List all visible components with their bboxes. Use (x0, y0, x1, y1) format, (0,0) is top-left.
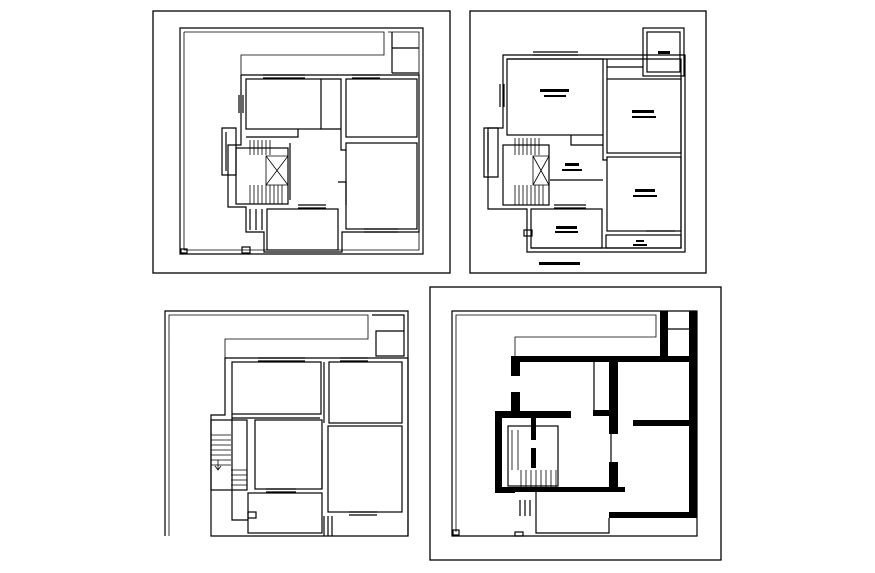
window (630, 512, 670, 517)
room (254, 419, 323, 490)
room-label (632, 116, 656, 118)
room (266, 208, 339, 251)
plan-bottom-right (429, 286, 722, 561)
plan-top-left (152, 10, 451, 274)
sheet-frame (152, 10, 451, 274)
room-label (556, 226, 577, 229)
window (349, 511, 377, 516)
window (340, 357, 368, 362)
window (628, 356, 661, 361)
building-outline (227, 74, 420, 253)
window (352, 74, 380, 79)
room (606, 156, 682, 232)
staircase (502, 138, 550, 206)
room (345, 78, 418, 138)
window (238, 95, 244, 113)
sheet-frame (469, 10, 707, 274)
window (364, 228, 398, 233)
room (605, 234, 682, 249)
window (499, 84, 505, 107)
room (530, 208, 603, 249)
room-label (658, 51, 670, 54)
window (528, 356, 560, 361)
room (328, 361, 403, 424)
plot-boundary (179, 27, 424, 255)
room (247, 492, 323, 534)
room-label (540, 89, 569, 92)
window (258, 357, 305, 362)
room-label (555, 231, 578, 233)
room-label (636, 240, 644, 242)
sheet-frame (429, 286, 722, 561)
room-label (632, 110, 654, 113)
plan-bottom-left (164, 310, 409, 537)
room-label (635, 189, 655, 192)
plan-top-right (469, 10, 707, 274)
room-label (565, 163, 579, 166)
window (545, 487, 565, 492)
staircase (235, 140, 289, 205)
building-outline (210, 357, 409, 537)
room (231, 361, 322, 415)
room-label (633, 195, 657, 197)
room-label (544, 95, 566, 97)
room-label (562, 169, 582, 171)
drawing-title (539, 262, 580, 265)
staircase (210, 419, 248, 491)
window (554, 204, 586, 209)
window (533, 51, 578, 56)
room (327, 425, 403, 513)
staircase (507, 425, 559, 487)
room (345, 142, 418, 230)
room-label (633, 244, 647, 246)
room (642, 27, 685, 77)
window (298, 204, 326, 209)
room (506, 58, 604, 136)
room (245, 78, 322, 130)
solid-walls (495, 311, 697, 518)
room (606, 78, 682, 154)
window (263, 74, 305, 79)
window (266, 488, 296, 493)
